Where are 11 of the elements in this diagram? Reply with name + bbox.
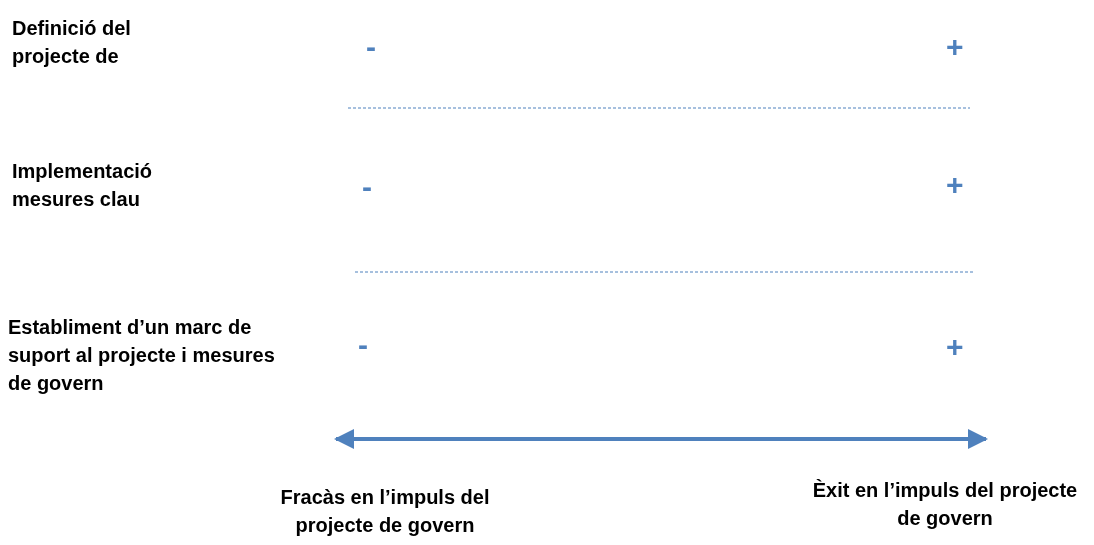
row-heading: Definició del projecte de <box>12 16 132 69</box>
row-heading: Establiment d’un marc de suport al projecte i mesures de govern <box>8 315 276 396</box>
minus-sign: - <box>366 32 376 62</box>
plus-sign: + <box>946 170 964 200</box>
scale-end-label: Èxit en l’impuls del projecte de govern <box>811 478 1079 531</box>
plus-sign: + <box>946 332 964 362</box>
row-heading: Implementació mesures clau <box>12 159 154 212</box>
minus-sign: - <box>358 330 368 360</box>
scale-end-label: Fracàs en l’impuls del projecte de govern <box>279 485 491 538</box>
plus-sign: + <box>946 32 964 62</box>
minus-sign: - <box>362 172 372 202</box>
